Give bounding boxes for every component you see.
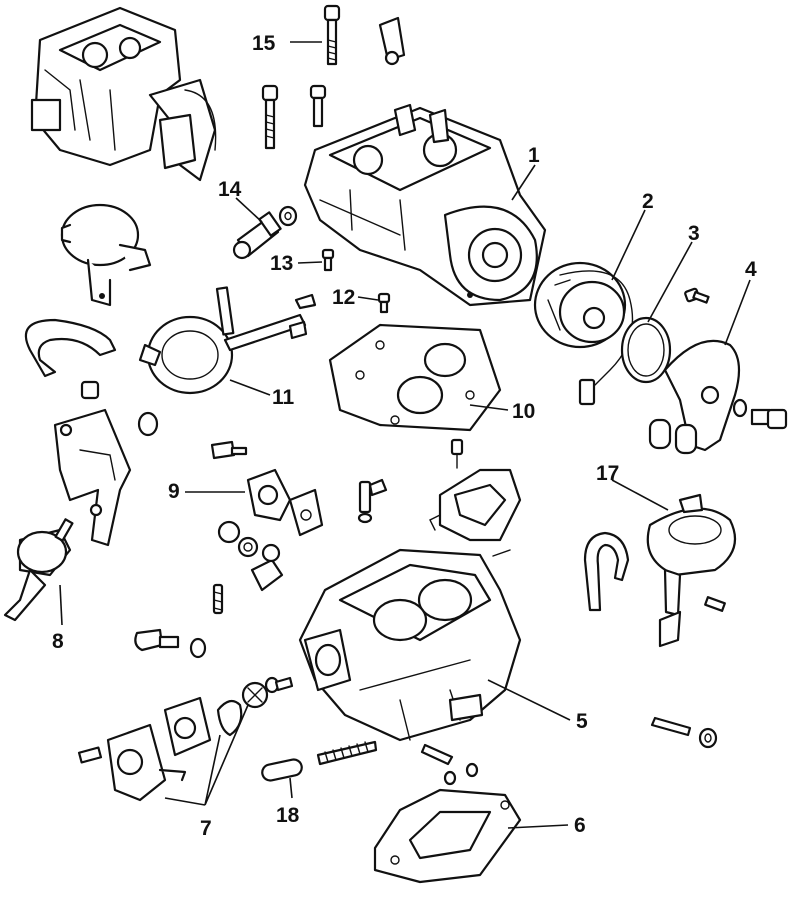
leader-lines	[59, 41, 751, 829]
callout-12: 12	[332, 286, 355, 309]
callout-7: 7	[200, 817, 212, 840]
callout-2: 2	[642, 190, 654, 213]
small-screw-13	[321, 248, 335, 272]
base-gasket	[373, 788, 522, 884]
fuel-inlet-fitting	[232, 205, 298, 260]
accelerator-pump	[77, 676, 294, 802]
callout-1: 1	[528, 144, 540, 167]
long-bolt	[323, 4, 341, 66]
secondary-vacuum-unit	[646, 493, 737, 648]
screw-pair	[261, 84, 327, 150]
choke-housing	[533, 261, 634, 406]
callout-labels: 15 1 2 14 3 13 4 12 11 10 17 9 8 5 18 6 …	[52, 32, 757, 840]
callout-9: 9	[168, 480, 180, 503]
callout-18: 18	[276, 804, 300, 827]
callout-13: 13	[270, 252, 293, 275]
vacuum-actuator	[3, 518, 74, 622]
vacuum-pulldown-unit	[60, 203, 152, 307]
screw-and-nut-right	[650, 716, 718, 749]
assembled-carburetor	[30, 6, 217, 182]
mounting-bracket	[53, 380, 159, 547]
pump-assembly	[210, 440, 324, 592]
callout-6: 6	[574, 814, 586, 837]
choke-gasket-ring	[620, 316, 672, 384]
jet-needle	[420, 743, 479, 786]
float-assembly	[429, 468, 522, 542]
vacuum-hose	[24, 318, 117, 378]
carburetor-body	[298, 548, 522, 742]
small-parts-left	[134, 583, 224, 659]
diaphragm-unit	[138, 286, 317, 395]
needle-valve-parts	[357, 438, 511, 557]
callout-3: 3	[688, 222, 700, 245]
callout-15: 15	[252, 32, 276, 55]
callout-11: 11	[272, 386, 295, 409]
small-bolt-4	[684, 287, 710, 304]
cover-bolt	[732, 398, 788, 430]
cover-gasket	[328, 323, 502, 432]
callout-14: 14	[218, 178, 242, 201]
callout-17: 17	[596, 462, 619, 485]
small-connector	[378, 16, 406, 66]
small-screw-12	[377, 292, 391, 314]
callout-8: 8	[52, 630, 64, 653]
callout-5: 5	[576, 710, 588, 733]
carburetor-cover	[303, 103, 547, 307]
callout-10: 10	[512, 400, 535, 423]
vacuum-hose-17	[583, 531, 630, 612]
choke-cover	[648, 339, 741, 455]
main-jet	[261, 740, 378, 782]
callout-4: 4	[745, 258, 757, 281]
